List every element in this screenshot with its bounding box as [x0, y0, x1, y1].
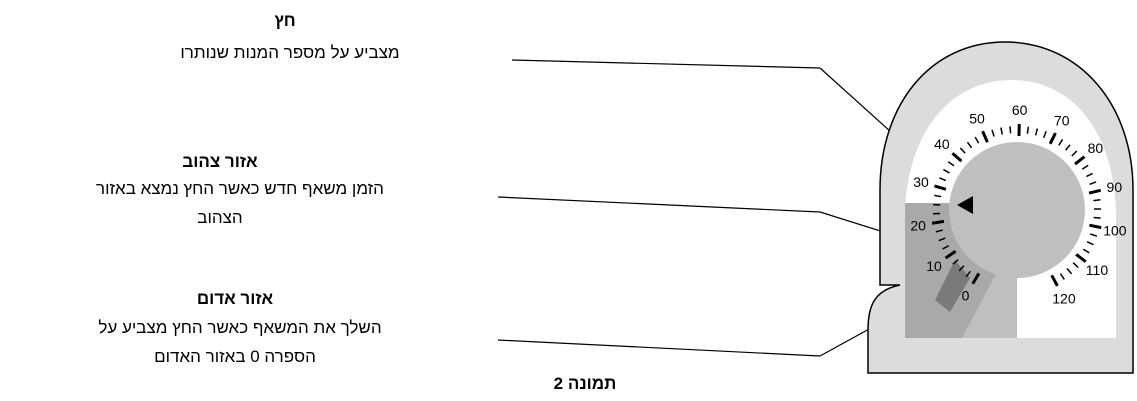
minor-tick-mark: [1043, 130, 1047, 139]
yellow-zone-title: אזור צהוב: [182, 152, 258, 171]
arrow-callout-line: [511, 59, 821, 69]
tick-mark: [1088, 188, 1102, 195]
minor-tick-mark: [1059, 273, 1065, 280]
minor-tick-mark: [1058, 139, 1064, 146]
tick-label: 60: [1012, 102, 1028, 118]
tick-label: 50: [969, 110, 985, 126]
minor-tick-mark: [1093, 216, 1101, 219]
minor-tick-mark: [947, 161, 955, 167]
yellow-zone-description-line1: הזמן משאף חדש כאשר החץ נמצא באזור: [96, 179, 384, 198]
yellow-callout-line: [497, 196, 821, 213]
minor-tick-mark: [1089, 233, 1098, 237]
tick-label: 90: [1107, 179, 1123, 195]
tick-mark: [934, 184, 947, 191]
minor-tick-mark: [1089, 181, 1097, 185]
tick-mark: [1050, 274, 1059, 287]
tick-mark: [1075, 253, 1087, 263]
dial-pointer: [957, 196, 973, 214]
minor-tick-mark: [974, 136, 980, 144]
minor-tick-mark: [952, 259, 959, 265]
minor-tick-mark: [966, 141, 973, 149]
red-zone-description-line2: הספרה 0 באזור האדום: [154, 347, 316, 366]
dial-hub: [949, 142, 1085, 278]
minor-tick-mark: [939, 177, 947, 182]
minor-tick-mark: [991, 129, 995, 137]
minor-tick-mark: [1034, 128, 1039, 136]
minor-tick-mark: [1086, 172, 1093, 178]
tick-label: 110: [1086, 262, 1109, 278]
tick-label: 10: [926, 258, 942, 274]
red-callout-line: [497, 339, 821, 357]
tick-label: 30: [913, 174, 929, 190]
minor-tick-mark: [938, 237, 946, 242]
tick-label: 80: [1088, 140, 1104, 156]
tick-label: 20: [910, 217, 926, 233]
tick-marks: [931, 123, 1102, 287]
tick-mark: [944, 250, 957, 260]
minor-tick-mark: [1093, 199, 1101, 202]
minor-tick-mark: [1026, 126, 1030, 134]
tick-label: 0: [962, 288, 970, 304]
minor-tick-mark: [958, 265, 965, 272]
arrow-title: חץ: [274, 11, 296, 30]
tick-mark: [1048, 132, 1057, 145]
tick-mark: [981, 130, 989, 143]
yellow-zone-description-line2: הצהוב: [197, 208, 243, 227]
minor-tick-mark: [1086, 241, 1094, 246]
tick-label: 40: [934, 136, 950, 152]
minor-tick-mark: [1072, 262, 1079, 269]
minor-tick-mark: [1071, 150, 1078, 157]
red-zone: [935, 260, 970, 312]
figure-caption: תמונה 2: [553, 374, 617, 393]
minor-tick-mark: [942, 245, 950, 250]
red-zone-description-line1: השלך את המשאף כאשר החץ מצביע על: [98, 318, 382, 337]
tick-mark: [1074, 155, 1086, 166]
tick-mark: [931, 219, 945, 225]
minor-tick-mark: [1009, 126, 1012, 134]
tick-label: 120: [1052, 290, 1076, 306]
minor-tick-mark: [959, 147, 966, 154]
minor-tick-mark: [1081, 164, 1089, 170]
minor-tick-mark: [1082, 248, 1090, 254]
minor-tick-mark: [1000, 127, 1003, 135]
minor-tick-mark: [934, 194, 942, 198]
tick-label: 100: [1103, 223, 1127, 239]
tick-mark: [951, 152, 963, 163]
tick-mark: [971, 272, 981, 285]
tick-mark: [1089, 223, 1102, 230]
minor-tick-mark: [935, 229, 943, 233]
minor-tick-mark: [965, 270, 971, 278]
red-zone-title: אזור אדום: [196, 289, 274, 308]
tick-label: 70: [1054, 113, 1070, 129]
arrow-description: מצביע על מספר המנות שנותרו: [180, 43, 400, 62]
minor-tick-mark: [1066, 268, 1073, 275]
hub-block: [962, 270, 1017, 338]
minor-tick-mark: [1065, 144, 1071, 151]
tick-labels: 0 10 20 30 40 50 60 70 80 90 100 110 120: [910, 102, 1126, 306]
minor-tick-mark: [943, 168, 950, 174]
